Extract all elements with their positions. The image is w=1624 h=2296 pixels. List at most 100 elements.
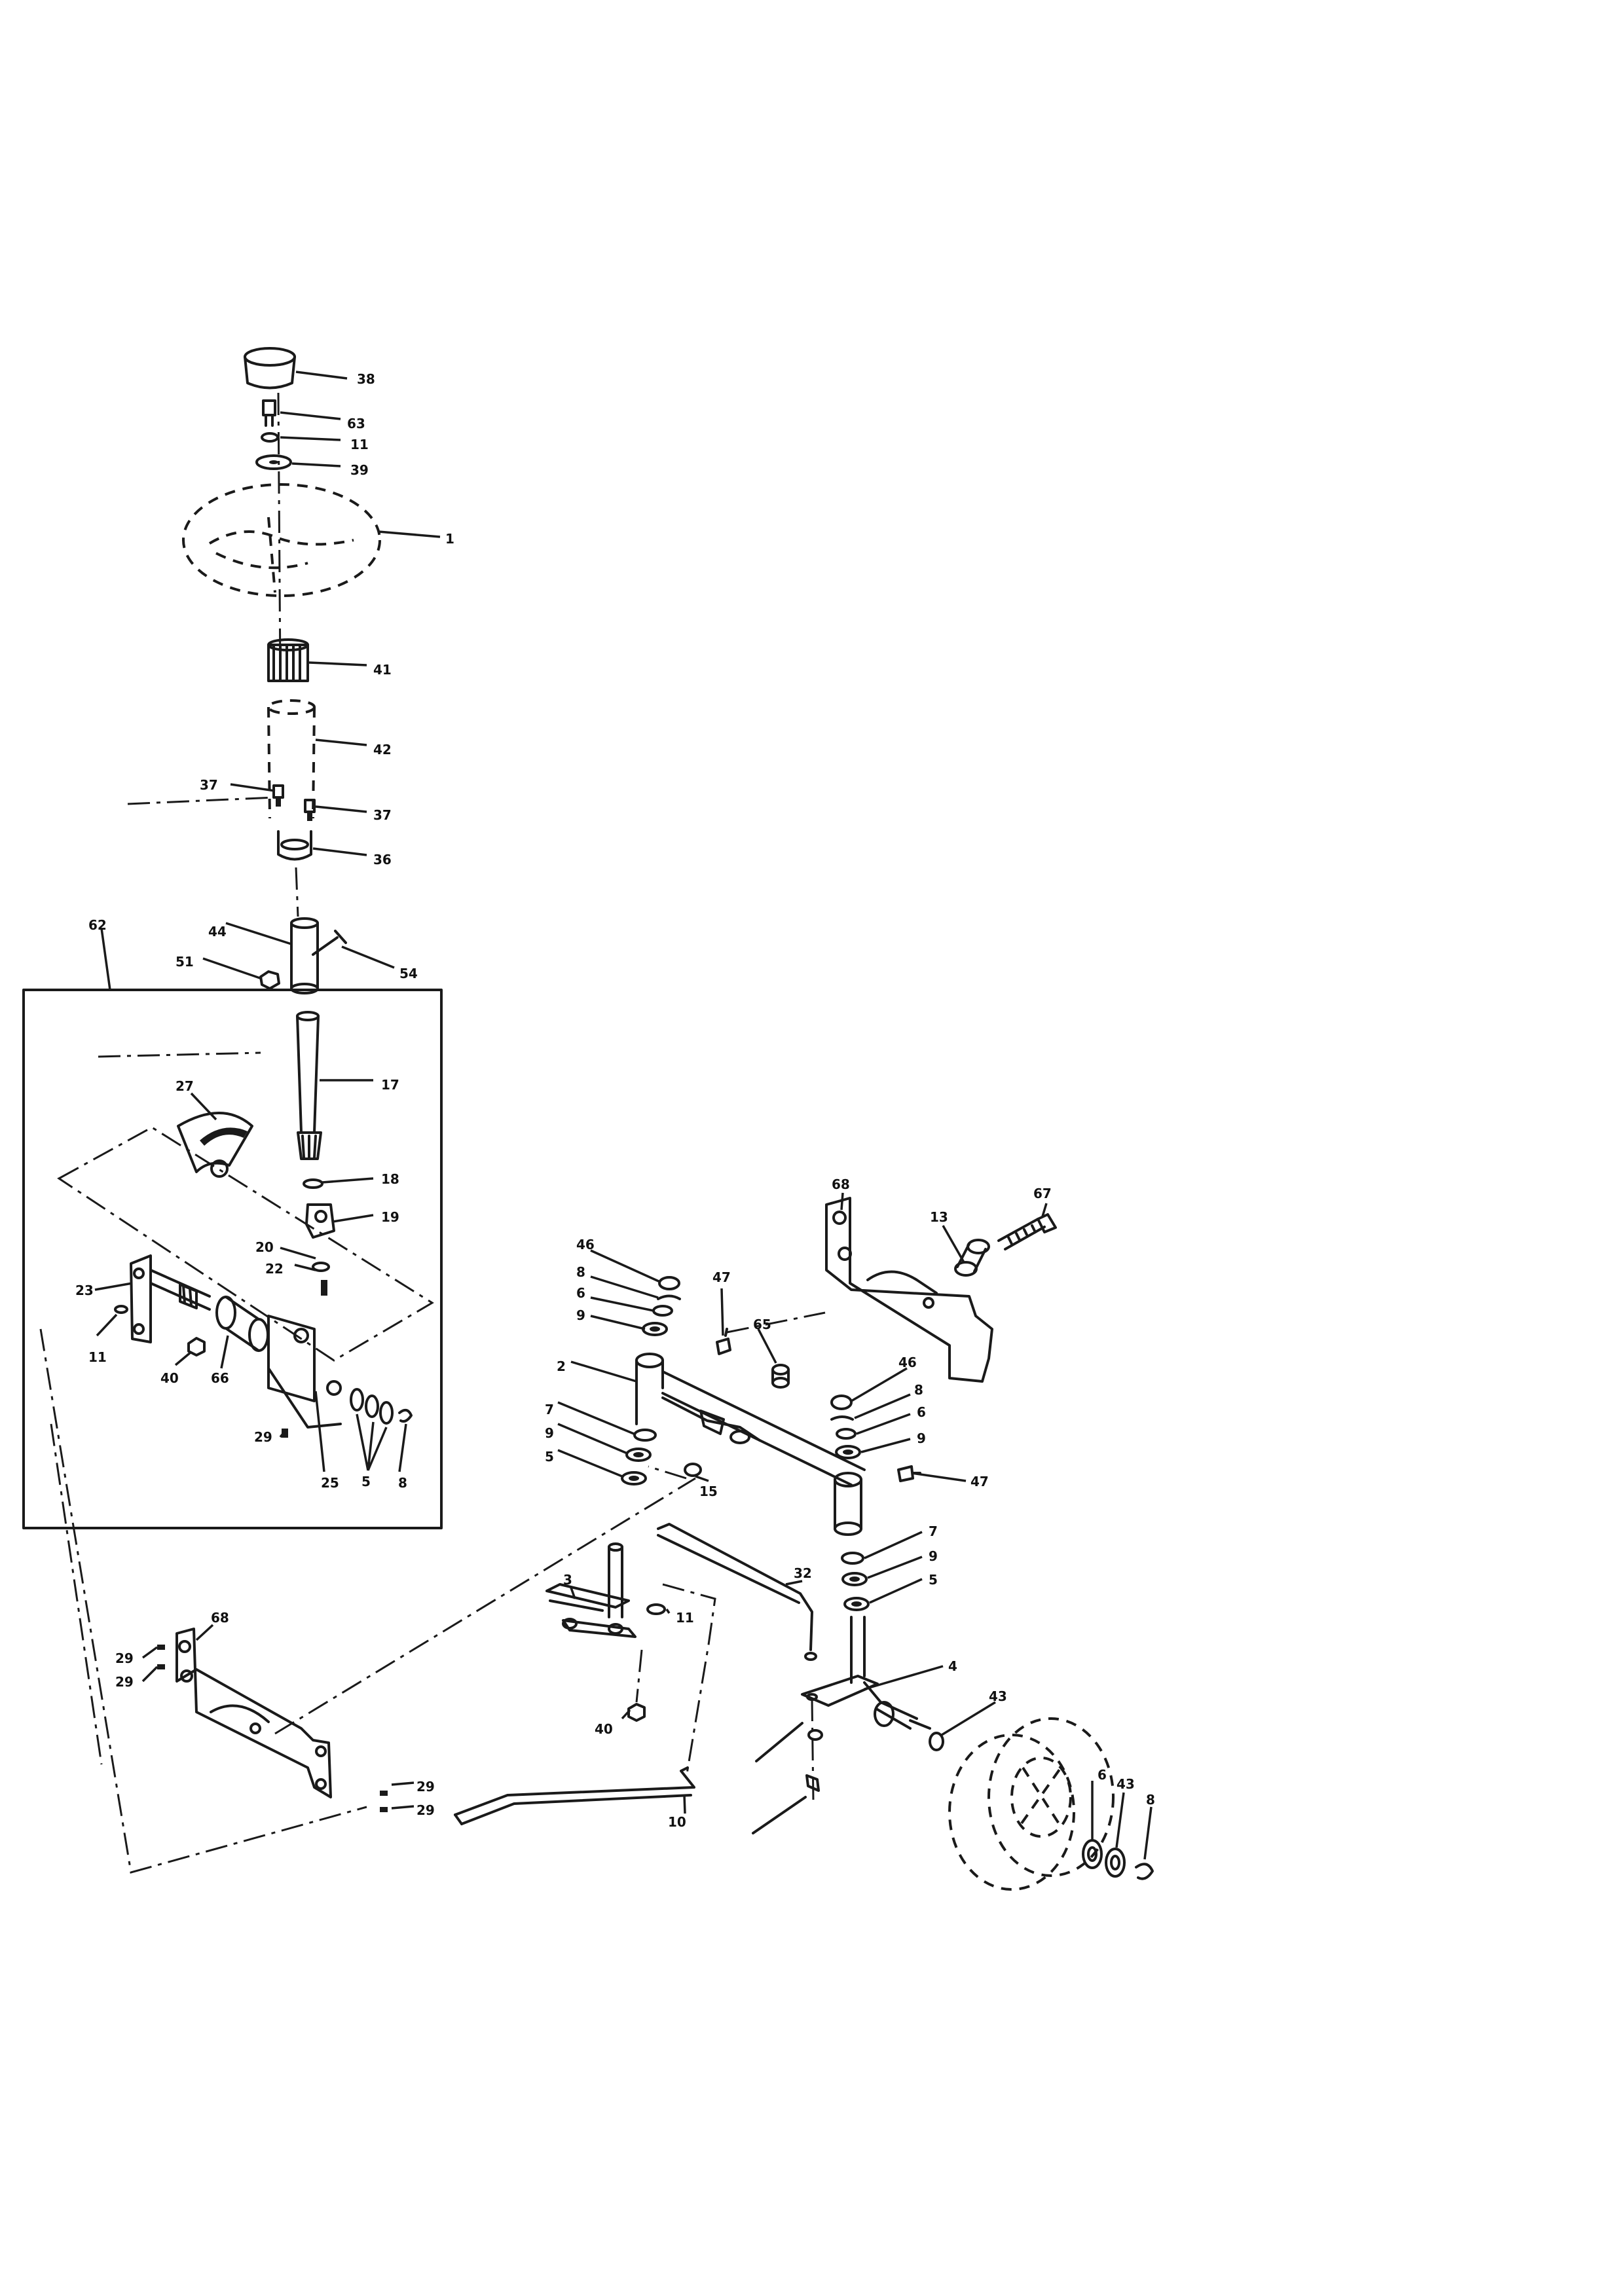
callout-37: 37 [373,807,392,823]
callout-43: 43 [989,1688,1007,1704]
retaining-clip [303,1178,323,1189]
callout-23: 23 [75,1283,94,1298]
dash-centerline [127,796,276,805]
callout-6: 6 [576,1285,585,1301]
callout-11: 11 [88,1349,107,1365]
steering-cap [244,347,296,390]
callout-5: 5 [929,1572,938,1588]
bracket-nut [187,1337,206,1357]
block-screw [321,1280,327,1296]
tie-rod-lines [752,1722,807,1834]
column-centerline-top [277,392,282,675]
callout-9: 9 [576,1307,585,1323]
king-pin-stack-right [830,1394,870,1611]
callout-41: 41 [373,662,392,678]
shaft-bolt [312,930,347,956]
pivot-block [305,1203,335,1239]
callout-32: 32 [794,1565,812,1581]
callout-18: 18 [381,1171,399,1187]
callout-66: 66 [211,1370,229,1386]
callout-29: 29 [416,1779,435,1795]
column-bushing [277,830,312,861]
callout-44: 44 [208,924,227,939]
callout-11: 11 [676,1610,694,1626]
plate-screw [282,1429,288,1438]
callout-63: 63 [347,416,365,431]
tie-rod [454,1766,695,1825]
frame-centerline-vert [50,1423,103,1765]
callout-5: 5 [361,1474,371,1489]
link-outline [662,1583,716,1778]
axle-bushing [771,1364,790,1389]
axle-centerline [648,1465,687,1480]
king-pin-stack-left [621,1276,681,1485]
callout-8: 8 [914,1382,923,1398]
wheel-washers-outer [1082,1839,1154,1880]
callout-6: 6 [917,1404,926,1420]
sector-gear [177,1112,253,1178]
callout-9: 9 [917,1430,926,1446]
callout-25: 25 [321,1475,339,1491]
callout-15: 15 [699,1484,718,1499]
callout-47: 47 [712,1269,731,1285]
plate-washers [350,1388,413,1425]
callout-19: 19 [381,1209,399,1225]
pivot-bolt [684,1463,702,1477]
callout-17: 17 [381,1077,399,1093]
callout-9: 9 [545,1425,554,1441]
callout-29: 29 [115,1650,134,1666]
callout-68: 68 [211,1610,229,1626]
front-axle-beam [635,1353,866,1536]
callout-29: 29 [115,1674,134,1690]
callout-67: 67 [1033,1186,1052,1201]
callout-9: 9 [929,1548,938,1564]
spindle-nut [627,1703,646,1722]
column-screw-left [272,784,284,807]
frame-centerline-long [274,1477,696,1735]
spline-adapter [267,638,309,682]
callout-40: 40 [160,1370,179,1386]
bracket-bolt [997,1213,1057,1250]
axle-bracket-right [825,1197,993,1383]
callout-10: 10 [668,1814,686,1830]
callout-62: 62 [88,917,107,933]
callout-5: 5 [545,1449,554,1465]
column-centerline-mid [295,867,299,917]
callout-29: 29 [254,1429,272,1445]
callout-1: 1 [445,531,454,547]
bracket-washer [114,1305,128,1314]
bracket-centerline [726,1311,826,1334]
callout-68: 68 [832,1176,850,1192]
frame-centerline-left [39,1328,367,1874]
tie-rod-end [805,1774,820,1792]
sleeve-bushing [215,1296,269,1352]
upper-steering-shaft [290,917,319,994]
tie-rod-centerline [811,1698,815,1802]
callout-4: 4 [948,1658,957,1674]
callout-2: 2 [557,1358,566,1374]
front-axle-assembly [454,1197,1154,1891]
leader-lines [94,371,1153,1860]
steering-gear-box [22,928,443,1529]
shaft-nut [259,970,280,990]
box-frame [22,989,443,1529]
callout-6: 6 [1098,1767,1107,1783]
callout-22: 22 [265,1261,284,1277]
steering-washer [255,454,292,470]
gear-bracket [130,1254,211,1343]
tie-rod-washer [807,1729,823,1741]
block-washer [312,1262,330,1272]
front-wheel [948,1717,1115,1891]
callout-46: 46 [576,1237,595,1252]
callout-36: 36 [373,852,392,867]
callout-38: 38 [357,371,375,387]
callout-27: 27 [175,1078,194,1094]
callout-42: 42 [373,742,392,757]
mounting-plate [267,1315,342,1429]
bracket-spacer [954,1239,990,1277]
callout-7: 7 [545,1402,554,1417]
hub-bolt [262,399,276,427]
spindle-left [545,1542,637,1638]
callout-65: 65 [753,1317,771,1332]
callout-8: 8 [1146,1792,1155,1808]
